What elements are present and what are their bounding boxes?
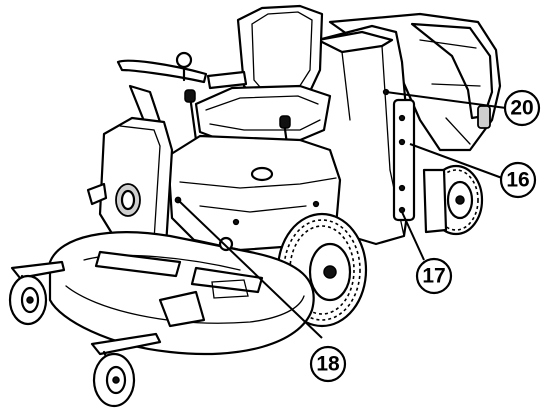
callout-20-label: 20	[510, 97, 533, 120]
leader-18	[177, 199, 323, 339]
front-console	[86, 116, 174, 256]
control-levers	[184, 89, 306, 168]
callout-17: 17	[415, 257, 453, 295]
callout-20: 20	[503, 89, 541, 127]
leader-16	[409, 143, 503, 179]
callout-18-label: 18	[316, 353, 340, 376]
mower-deck	[48, 231, 315, 356]
leader-20	[385, 91, 507, 109]
rear-wheel	[422, 164, 484, 236]
leader-17	[401, 211, 425, 261]
callout-17-label: 17	[422, 265, 445, 288]
callout-16: 16	[499, 161, 537, 199]
operator-seat	[194, 4, 332, 162]
caster-wheel-left	[8, 260, 66, 326]
leader-lines	[177, 91, 507, 339]
chassis	[166, 134, 342, 252]
callout-16-label: 16	[506, 169, 529, 192]
callout-18: 18	[309, 345, 347, 383]
steering	[116, 51, 208, 128]
caster-wheel-right	[90, 332, 162, 408]
